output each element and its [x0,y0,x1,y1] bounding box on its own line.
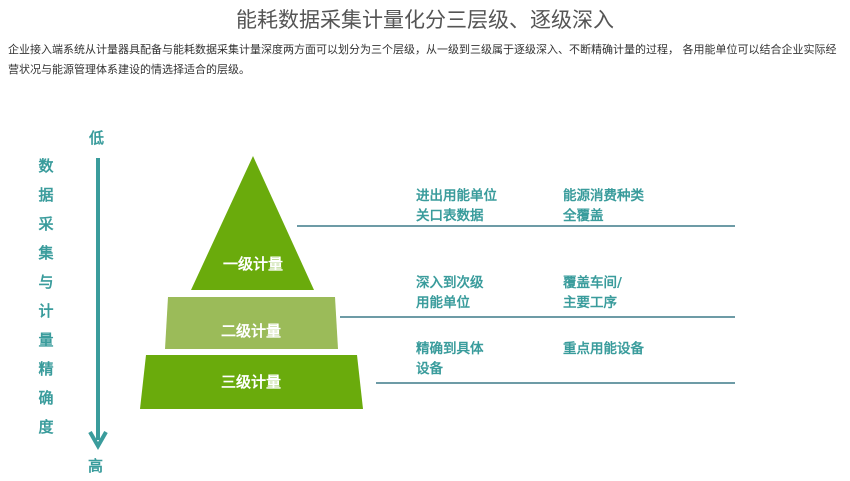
tier2-label: 二级计量 [220,322,281,340]
axis-low-label: 低 [89,129,105,147]
tier1-label: 一级计量 [222,255,283,273]
tier3-note-2: 重点用能设备 [563,341,644,357]
page-title: 能耗数据采集计量化分三层级、逐级深入 [236,8,614,32]
tier2-note-2: 覆盖车间/ 主要工序 [563,275,622,311]
axis-label: 数据采集与计量精确度 [38,157,54,436]
tier3-label: 三级计量 [220,373,281,391]
arrow-down-icon [88,431,108,451]
description: 企业接入端系统从计量器具配备与能耗数据采集计量深度两方面可以划分为三个层级，从一… [8,43,837,76]
tier1-note-1: 进出用能单位 关口表数据 [416,188,497,224]
tier1-shape [191,156,314,290]
tier1-note-2: 能源消费种类 全覆盖 [563,188,644,224]
tier3-shape [140,355,363,409]
tier3-note-1: 精确到具体 设备 [416,341,484,377]
tier2-note-1: 深入到次级 用能单位 [416,275,484,311]
tier2-shape [165,297,338,349]
axis-high-label: 高 [88,457,104,475]
